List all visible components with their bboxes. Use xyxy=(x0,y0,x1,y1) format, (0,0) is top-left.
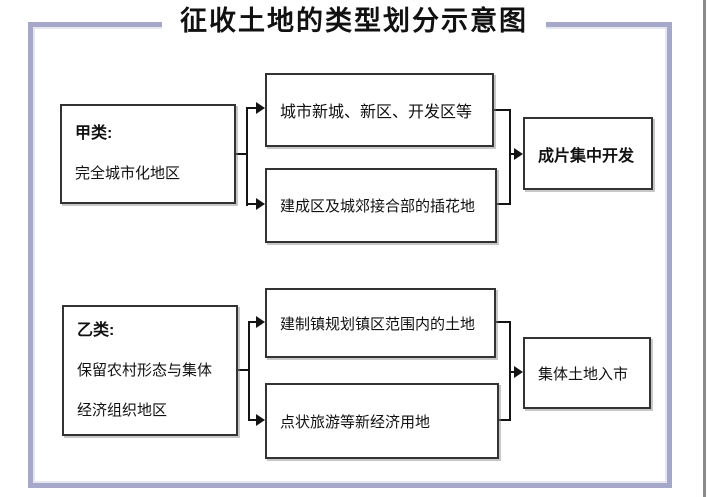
category-b-item-2-label: 点状旅游等新经济用地 xyxy=(280,413,431,431)
connector-a-branch-vertical xyxy=(246,107,248,206)
connector-a-branch-top-stub xyxy=(246,107,257,109)
connector-b-branch-top-stub xyxy=(248,321,257,323)
connector-b-item-1-out xyxy=(495,321,511,323)
connector-a-source-out xyxy=(235,153,248,155)
connector-a-item-1-out xyxy=(493,109,510,111)
category-b-text: 乙类: 保留农村形态与集体 经济组织地区 xyxy=(77,311,212,431)
connector-b-item-2-out xyxy=(498,419,511,421)
arrow-right-icon xyxy=(256,198,265,210)
category-a-box: 甲类: 完全城市化地区 xyxy=(60,104,236,204)
connector-b-result-stub xyxy=(509,371,515,373)
category-a-heading: 甲类: xyxy=(75,125,113,142)
category-b-result-box: 集体土地入市 xyxy=(523,337,651,409)
category-b-item-2-box: 点状旅游等新经济用地 xyxy=(265,383,499,459)
arrow-right-icon xyxy=(514,148,523,160)
connector-b-branch-vertical xyxy=(248,321,250,421)
arrow-right-icon xyxy=(514,366,523,378)
connector-a-branch-bottom-stub xyxy=(246,203,257,205)
page-right-edge-line xyxy=(703,0,706,497)
category-a-result-label: 成片集中开发 xyxy=(538,147,635,165)
connector-a-item-2-out xyxy=(496,203,511,205)
category-a-text: 甲类: 完全城市化地区 xyxy=(75,114,180,194)
category-b-box: 乙类: 保留农村形态与集体 经济组织地区 xyxy=(62,305,238,436)
category-a-item-1-box: 城市新城、新区、开发区等 xyxy=(265,73,494,147)
connector-b-branch-bottom-stub xyxy=(248,419,257,421)
category-a-item-2-label: 建成区及城郊接合部的插花地 xyxy=(280,198,476,215)
category-a-item-1-label: 城市新城、新区、开发区等 xyxy=(280,104,473,121)
arrow-right-icon xyxy=(256,102,265,114)
connector-a-result-stub xyxy=(509,153,515,155)
diagram-title: 征收土地的类型划分示意图 xyxy=(162,1,546,41)
category-b-line-2: 经济组织地区 xyxy=(77,401,168,419)
category-b-item-1-label: 建制镇规划镇区范围内的土地 xyxy=(280,315,476,333)
arrow-right-icon xyxy=(256,316,265,328)
category-a-line-1: 完全城市化地区 xyxy=(75,165,181,182)
category-a-item-2-box: 建成区及城郊接合部的插花地 xyxy=(265,168,497,243)
category-b-heading: 乙类: xyxy=(77,321,115,339)
connector-a-merge-vertical xyxy=(509,109,511,205)
category-b-line-1: 保留农村形态与集体 xyxy=(77,361,213,379)
category-b-result-label: 集体土地入市 xyxy=(538,365,629,383)
category-b-item-1-box: 建制镇规划镇区范围内的土地 xyxy=(265,288,496,358)
arrow-right-icon xyxy=(256,414,265,426)
connector-b-source-out xyxy=(237,369,250,371)
category-a-result-box: 成片集中开发 xyxy=(523,117,653,190)
